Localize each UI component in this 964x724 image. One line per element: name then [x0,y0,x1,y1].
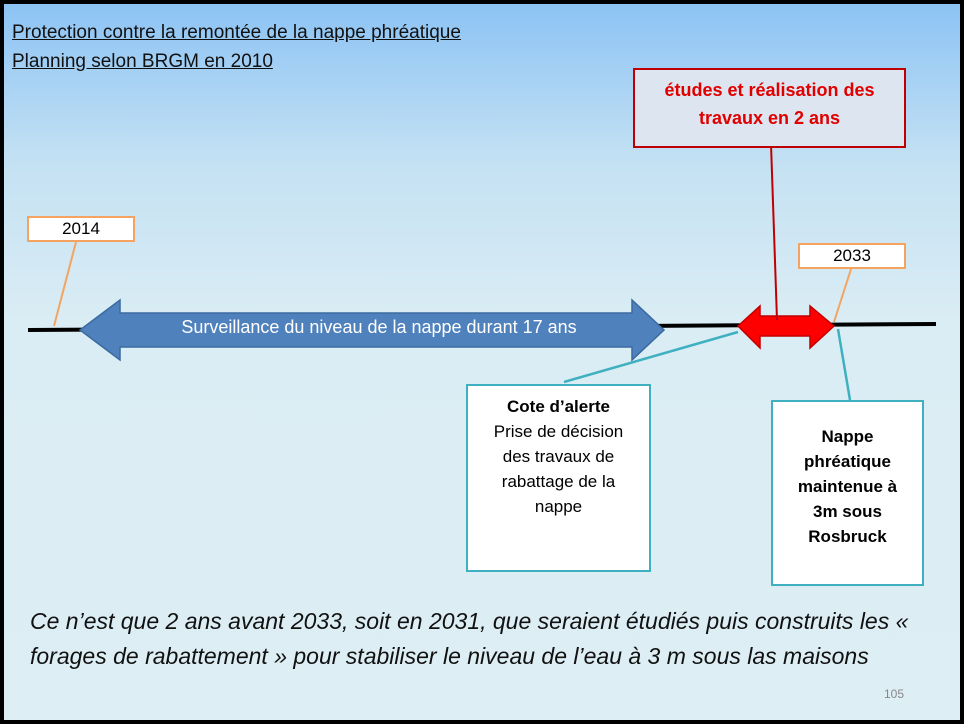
timeline-graphic [27,143,937,401]
year-2014-label: 2014 [27,216,135,242]
leader-2033 [833,265,853,323]
surveillance-label: Surveillance du niveau de la nappe duran… [181,317,577,337]
leader-nappe [836,328,852,401]
slide: Protection contre la remontée de la napp… [4,4,960,720]
leader-cote [563,330,739,384]
leader-red [770,143,778,321]
cote-alerte-text: Prise de décision des travaux de rabatta… [493,422,624,516]
surveillance-arrow [78,298,666,362]
leader-2014 [53,241,77,327]
cote-alerte-title: Cote d’alerte [507,397,610,416]
conclusion-text: Ce n’est que 2 ans avant 2033, soit en 2… [30,608,909,669]
nappe-box: Nappe phréatique maintenue à 3m sous Ros… [771,400,924,586]
works-arrow [736,304,836,350]
year-2033-label: 2033 [798,243,906,269]
cote-alerte-box: Cote d’alerte Prise de décision des trav… [466,384,651,572]
title-line-2: Planning selon BRGM en 2010 [12,51,273,72]
title-line-1: Protection contre la remontée de la napp… [12,22,461,43]
page-number: 105 [884,687,905,701]
works-box: études et réalisation des travaux en 2 a… [633,68,906,148]
